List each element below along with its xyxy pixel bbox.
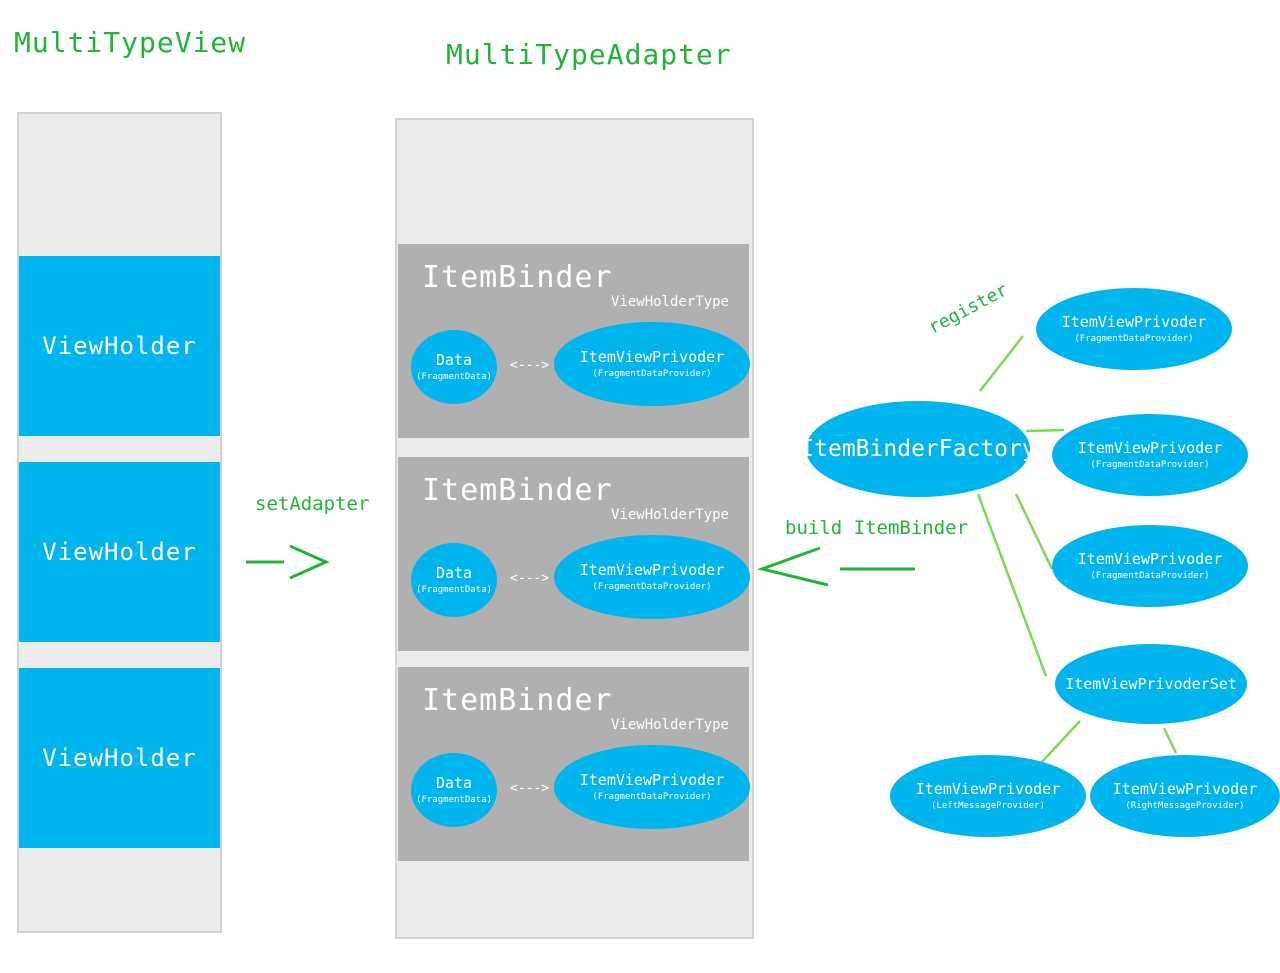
provider-label: ItemViewPrivoder <box>1061 313 1207 331</box>
data-sub-label: (FragmentData) <box>416 585 492 595</box>
multitypeadapter-title: MultiTypeAdapter <box>446 38 732 71</box>
register-link-set <box>976 493 1048 677</box>
provider-set-child-right: ItemViewPrivoder (RightMessageProvider) <box>1090 755 1280 837</box>
bidirectional-arrow: <---> <box>510 781 550 796</box>
provider-sub-label: (RightMessageProvider) <box>1125 801 1245 811</box>
itembinder-factory-node: ItemBinderFactory <box>800 401 1036 497</box>
factory-provider-1: ItemViewPrivoder (FragmentDataProvider) <box>1036 288 1232 370</box>
provider-label: ItemViewPrivoder <box>579 771 725 789</box>
data-sub-label: (FragmentData) <box>416 795 492 805</box>
register-link-1 <box>979 335 1024 392</box>
set-link-right <box>1162 727 1178 754</box>
itembinder-title: ItemBinder <box>422 473 613 508</box>
data-label: Data <box>435 564 473 582</box>
provider-sub-label: (FragmentDataProvider) <box>1090 571 1210 581</box>
provider-label: ItemViewPrivoder <box>915 780 1061 798</box>
data-label: Data <box>435 351 473 369</box>
provider-set-label: ItemViewPrivoderSet <box>1065 675 1237 693</box>
build-binder-arrow-head <box>756 546 829 587</box>
viewholdertype-label: ViewHolderType <box>610 507 729 523</box>
multitypeview-title: MultiTypeView <box>14 26 247 59</box>
provider-label: ItemViewPrivoder <box>1077 550 1223 568</box>
provider-node: ItemViewPrivoder (FragmentDataProvider) <box>554 535 750 619</box>
provider-set-child-left: ItemViewPrivoder (LeftMessageProvider) <box>890 755 1086 837</box>
itembinder-2: ItemBinder ViewHolderType Data (Fragment… <box>398 457 750 651</box>
provider-label: ItemViewPrivoder <box>579 561 725 579</box>
provider-sub-label: (FragmentDataProvider) <box>1090 460 1210 470</box>
viewholdertype-label: ViewHolderType <box>610 294 729 310</box>
itembinder-title: ItemBinder <box>422 260 613 295</box>
data-node: Data (FragmentData) <box>411 753 497 827</box>
provider-sub-label: (FragmentDataProvider) <box>592 369 712 379</box>
build-binder-label: build ItemBinder <box>785 517 969 539</box>
provider-node: ItemViewPrivoder (FragmentDataProvider) <box>554 745 750 829</box>
provider-node: ItemViewPrivoder (FragmentDataProvider) <box>554 322 750 406</box>
viewholder-1: ViewHolder <box>19 256 220 436</box>
register-link-3 <box>1014 493 1054 570</box>
bidirectional-arrow: <---> <box>510 358 550 373</box>
provider-sub-label: (FragmentDataProvider) <box>1074 334 1194 344</box>
provider-sub-label: (LeftMessageProvider) <box>931 801 1045 811</box>
register-link-2 <box>1025 428 1065 433</box>
data-node: Data (FragmentData) <box>411 543 497 617</box>
provider-sub-label: (FragmentDataProvider) <box>592 792 712 802</box>
data-node: Data (FragmentData) <box>411 330 497 404</box>
itembinder-title: ItemBinder <box>422 683 613 718</box>
viewholder-3: ViewHolder <box>19 668 220 848</box>
factory-provider-2: ItemViewPrivoder (FragmentDataProvider) <box>1052 414 1248 496</box>
factory-provider-3: ItemViewPrivoder (FragmentDataProvider) <box>1052 525 1248 607</box>
itembinder-3: ItemBinder ViewHolderType Data (Fragment… <box>398 667 750 861</box>
viewholder-2: ViewHolder <box>19 462 220 642</box>
factory-label: ItemBinderFactory <box>800 436 1036 462</box>
provider-label: ItemViewPrivoder <box>1112 780 1258 798</box>
data-label: Data <box>435 774 473 792</box>
set-link-left <box>1039 720 1081 765</box>
viewholdertype-label: ViewHolderType <box>610 717 729 733</box>
provider-set-node: ItemViewPrivoderSet <box>1055 644 1247 724</box>
provider-sub-label: (FragmentDataProvider) <box>592 582 712 592</box>
provider-label: ItemViewPrivoder <box>1077 439 1223 457</box>
set-adapter-arrow-head <box>289 544 330 580</box>
set-adapter-label: setAdapter <box>255 493 370 515</box>
provider-label: ItemViewPrivoder <box>579 348 725 366</box>
bidirectional-arrow: <---> <box>510 571 550 586</box>
data-sub-label: (FragmentData) <box>416 372 492 382</box>
itembinder-1: ItemBinder ViewHolderType Data (Fragment… <box>398 244 750 438</box>
